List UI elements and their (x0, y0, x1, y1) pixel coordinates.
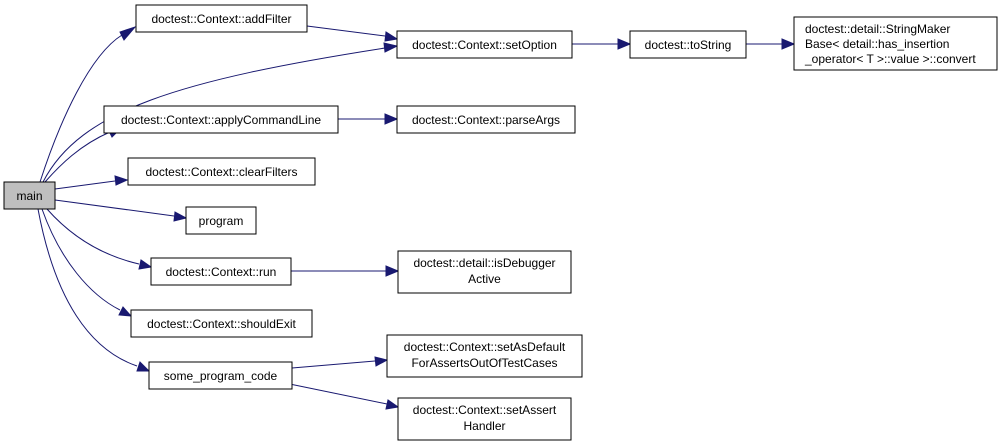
edge-main-addfilter (39, 34, 123, 183)
node-run-label: doctest::Context::run (166, 265, 277, 279)
edge-addfilter-setoption (306, 25, 386, 37)
node-clear-filters[interactable]: doctest::Context::clearFilters (127, 157, 316, 186)
node-to-string-label: doctest::toString (645, 38, 732, 52)
arrowhead-setasdefault (374, 356, 389, 367)
edge-main-clearfilters (54, 180, 116, 190)
node-main[interactable]: main (3, 181, 56, 210)
node-some-program-code[interactable]: some_program_code (148, 361, 293, 390)
arrowhead-shouldexit (118, 306, 133, 317)
arrowhead-run (138, 259, 153, 270)
edge-main-shouldexit (41, 208, 121, 311)
arrowhead-setoption-from-addfilter (384, 31, 399, 42)
node-string-maker-convert[interactable]: doctest::detail::StringMaker Base< detai… (793, 16, 998, 71)
node-should-exit-label: doctest::Context::shouldExit (147, 317, 296, 331)
node-program-label: program (199, 214, 244, 228)
node-set-assert-handler-line-1: doctest::Context::setAssert (413, 403, 557, 417)
call-graph-edges (37, 25, 796, 410)
node-to-string[interactable]: doctest::toString (629, 30, 747, 59)
arrowhead-parseargs (384, 113, 399, 125)
node-set-assert-handler-line-2: Handler (463, 419, 505, 433)
node-is-debugger-active-line-2: Active (468, 272, 501, 286)
node-run[interactable]: doctest::Context::run (150, 257, 292, 286)
node-apply-command-line[interactable]: doctest::Context::applyCommandLine (103, 105, 339, 134)
node-apply-command-line-label: doctest::Context::applyCommandLine (121, 113, 321, 127)
node-parse-args[interactable]: doctest::Context::parseArgs (396, 105, 576, 134)
node-string-maker-line-2: Base< detail::has_insertion (805, 37, 949, 51)
node-set-as-default[interactable]: doctest::Context::setAsDefault ForAssert… (386, 334, 583, 378)
node-parse-args-label: doctest::Context::parseArgs (412, 113, 560, 127)
edge-main-program (54, 199, 175, 217)
node-program[interactable]: program (185, 206, 257, 235)
node-set-option-label: doctest::Context::setOption (412, 38, 557, 52)
node-set-as-default-line-1: doctest::Context::setAsDefault (404, 340, 566, 354)
edge-someprogramcode-setasserthandler (279, 381, 388, 405)
arrowhead-setasserthandler (385, 399, 400, 410)
node-should-exit[interactable]: doctest::Context::shouldExit (130, 309, 313, 338)
arrowhead-setoption-from-main (383, 42, 399, 53)
arrowhead-stringmaker (781, 38, 796, 50)
arrowhead-clearfilters (114, 175, 129, 186)
node-string-maker-line-1: doctest::detail::StringMaker (805, 22, 950, 36)
arrowhead-addfilter (119, 25, 137, 41)
arrowhead-someprogramcode (136, 361, 151, 372)
node-some-program-code-label: some_program_code (164, 369, 278, 383)
edge-main-someprogramcode (37, 208, 138, 367)
node-main-label: main (16, 189, 42, 203)
edge-main-applycommandline (44, 131, 111, 183)
node-set-assert-handler[interactable]: doctest::Context::setAssert Handler (397, 397, 572, 441)
edge-someprogramcode-setasdefault (291, 360, 376, 369)
node-is-debugger-active[interactable]: doctest::detail::isDebugger Active (397, 250, 572, 294)
node-set-option[interactable]: doctest::Context::setOption (396, 30, 573, 59)
node-clear-filters-label: doctest::Context::clearFilters (145, 165, 297, 179)
arrowhead-isdebuggeractive (385, 265, 400, 277)
arrowhead-program (173, 211, 188, 222)
arrowhead-tostring (617, 38, 632, 50)
node-add-filter[interactable]: doctest::Context::addFilter (135, 4, 308, 33)
edge-main-setoption (42, 47, 386, 183)
node-set-as-default-line-2: ForAssertsOutOfTestCases (411, 356, 557, 370)
node-add-filter-label: doctest::Context::addFilter (151, 12, 291, 26)
node-string-maker-line-3: _operator< T >::value >::convert (804, 52, 976, 66)
edge-main-run (46, 208, 140, 265)
call-graph-nodes: main doctest::Context::addFilter doctest… (3, 4, 998, 441)
node-is-debugger-active-line-1: doctest::detail::isDebugger (413, 256, 555, 270)
